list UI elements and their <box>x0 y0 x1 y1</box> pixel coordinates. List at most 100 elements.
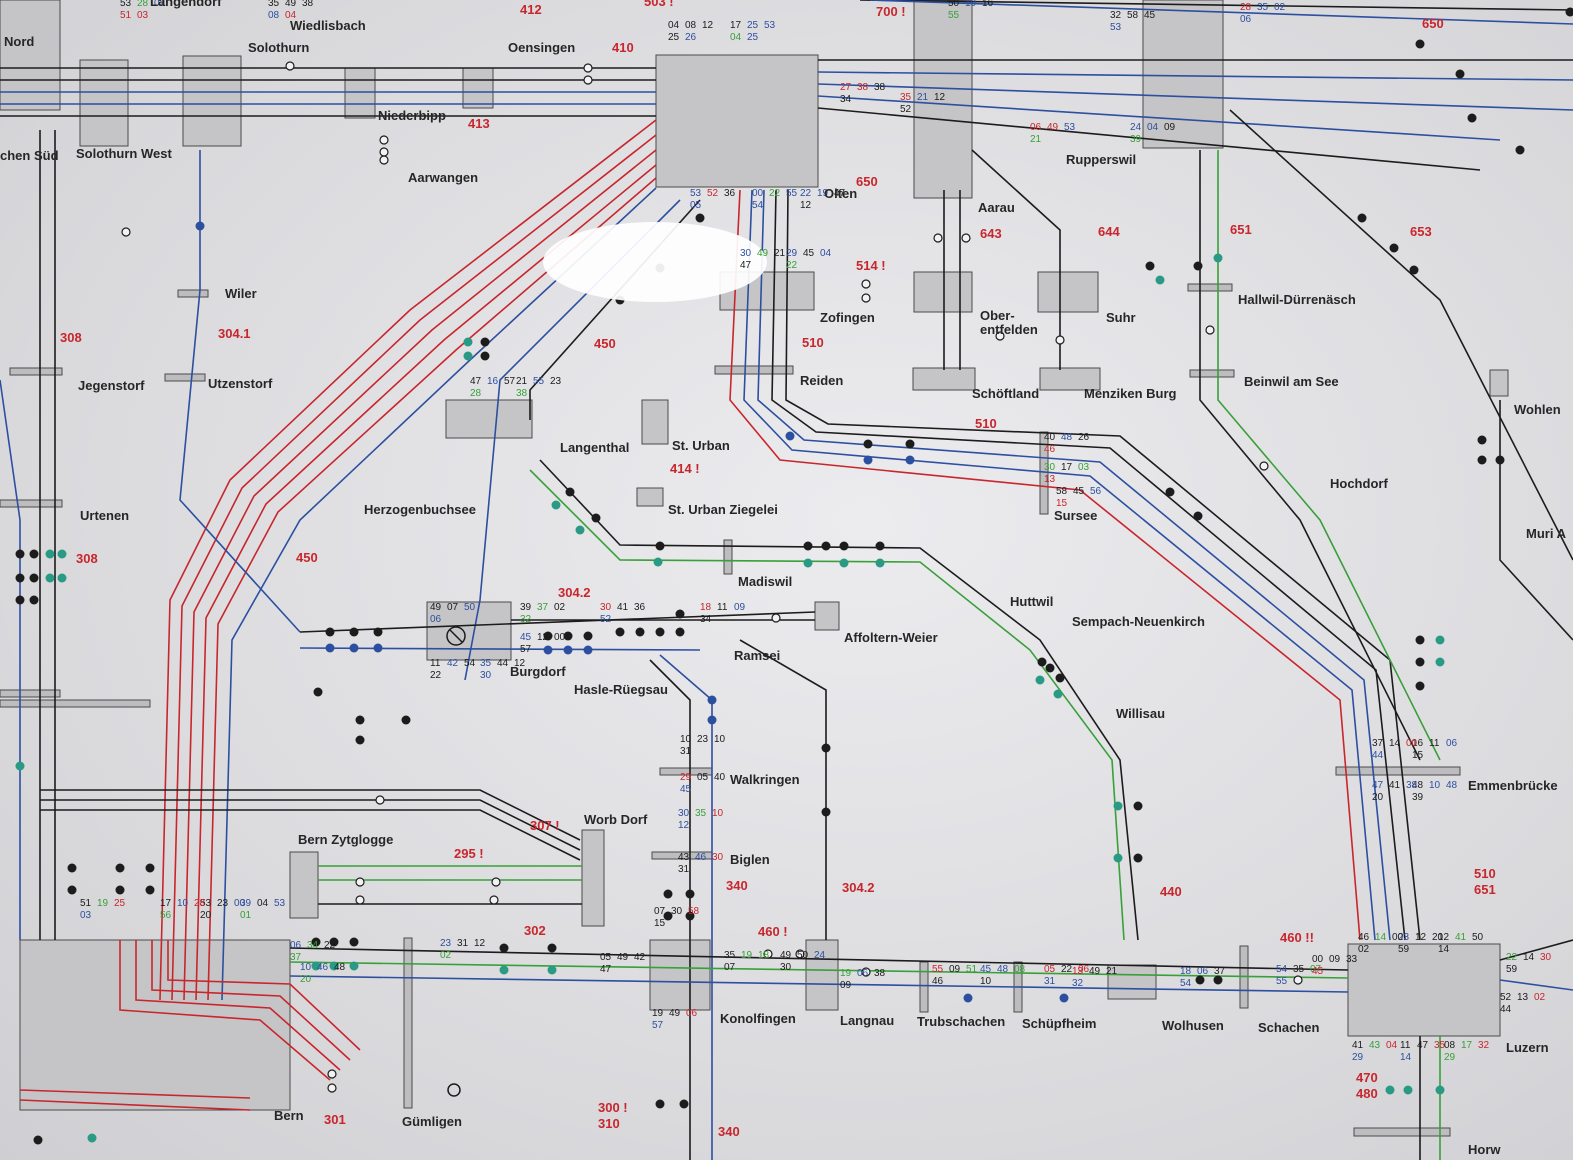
bar-madiswil <box>723 539 733 575</box>
track-number: 10 <box>980 976 992 987</box>
station-label-konolfingen: Konolfingen <box>720 1011 796 1026</box>
station-label-zofingen: Zofingen <box>820 310 875 325</box>
line-label-3042: 304.2 <box>558 585 591 600</box>
track-number: 19 <box>97 898 109 909</box>
track-number: 46 <box>695 852 707 863</box>
track-number: 43 <box>1369 1040 1381 1051</box>
track-number: 56 <box>1090 486 1102 497</box>
track-oa-blue1 <box>817 71 1573 81</box>
track-number: 12 <box>934 92 946 103</box>
track-number: 06 <box>1078 964 1090 975</box>
track-number: 39 <box>520 602 532 613</box>
track-number: 46 <box>1358 932 1370 943</box>
track-number: 05 <box>697 772 709 783</box>
station-label-wiedlisbach: Wiedlisbach <box>290 18 366 33</box>
track-number: 53 <box>120 0 132 9</box>
track-number: 00 <box>1406 738 1418 749</box>
stop-dot <box>1495 455 1505 465</box>
track-number: 52 <box>600 614 612 625</box>
block-oensingen <box>462 67 494 109</box>
track-suhr <box>971 149 1061 370</box>
track-number: 03 <box>80 910 92 921</box>
block-sturban-ziegelei <box>636 487 664 507</box>
stop-dot <box>675 627 685 637</box>
station-label-huttwil: Huttwil <box>1010 594 1053 609</box>
block-oberentfelden <box>913 271 973 313</box>
stop-dot <box>15 761 25 771</box>
track-number: 57 <box>520 644 532 655</box>
track-number: 00 <box>752 188 764 199</box>
line-label-644: 644 <box>1098 224 1120 239</box>
block-aarau <box>913 0 973 199</box>
track-number: 30 <box>671 906 683 917</box>
track-number: 45 <box>680 784 692 795</box>
track-oa-blue3 <box>817 95 1501 141</box>
track-number: 53 <box>690 188 702 199</box>
bar-urtenen <box>0 499 63 508</box>
track-number: 05 <box>690 200 702 211</box>
track-number: 45 <box>520 632 532 643</box>
track-number: 38 <box>516 388 528 399</box>
track-number: 58 <box>1056 486 1068 497</box>
stop-dot <box>655 627 665 637</box>
switch-ring <box>355 895 365 905</box>
glare-ellipse <box>543 222 767 302</box>
track-number: 00 <box>554 632 566 643</box>
stop-dot <box>195 221 205 231</box>
track-number: 05 <box>600 952 612 963</box>
track-number: 40 <box>714 772 726 783</box>
track-number: 58 <box>1127 10 1139 21</box>
track-number: 17 <box>1461 1040 1473 1051</box>
track-number: 54 <box>464 658 476 669</box>
track-number: 47 <box>740 260 752 271</box>
track-bb-red2 <box>19 1089 251 1099</box>
track-number: 16 <box>1412 738 1424 749</box>
track-number: 24 <box>1130 122 1142 133</box>
station-label-langenthal: Langenthal <box>560 440 629 455</box>
track-number: 37 <box>290 952 302 963</box>
stop-dot <box>1045 663 1055 673</box>
line-label-302: 302 <box>524 923 546 938</box>
block-affoltern <box>814 601 840 631</box>
track-muri <box>1499 400 1573 641</box>
track-oz-blue2 <box>757 189 1391 941</box>
station-label-aarau: Aarau <box>978 200 1015 215</box>
switch-ring <box>861 967 871 977</box>
track-number: 37 <box>1372 738 1384 749</box>
track-number: 14 <box>1523 952 1535 963</box>
stop-dot <box>635 627 645 637</box>
glare-highlight <box>543 222 767 302</box>
station-label-horw: Horw <box>1468 1142 1501 1157</box>
switch-ring <box>379 155 389 165</box>
stop-dot <box>1389 243 1399 253</box>
track-number: 51 <box>80 898 92 909</box>
track-number: 55 <box>786 188 798 199</box>
track-worb1 <box>40 789 581 841</box>
station-label-langendorf: Langendorf <box>150 0 222 9</box>
track-number: 02 <box>440 950 452 961</box>
station-label-chen-sud: chen Süd <box>0 148 59 163</box>
track-number: 12 <box>474 938 486 949</box>
track-number: 06 <box>1240 14 1252 25</box>
stop-dot <box>839 558 849 568</box>
bar-emmenbrucke <box>1335 766 1461 776</box>
track-hochdorf <box>1199 150 1421 761</box>
station-label-wohlen: Wohlen <box>1514 402 1561 417</box>
stop-dot <box>1113 801 1123 811</box>
stop-dot <box>547 943 557 953</box>
track-number: 13 <box>1072 966 1084 977</box>
bar-reiden <box>714 365 794 375</box>
stop-dot <box>1055 673 1065 683</box>
track-number: 55 <box>1276 976 1288 987</box>
track-number: 53 <box>1064 122 1076 133</box>
stop-dot <box>145 885 155 895</box>
stop-dot <box>355 735 365 745</box>
track-number: 21 <box>774 248 786 259</box>
stop-dot <box>803 541 813 551</box>
track-number: 00 <box>1312 954 1324 965</box>
track-number: 14 <box>1438 944 1450 955</box>
stop-dot <box>785 431 795 441</box>
track-number: 12 <box>514 658 526 669</box>
stop-dot <box>29 573 39 583</box>
